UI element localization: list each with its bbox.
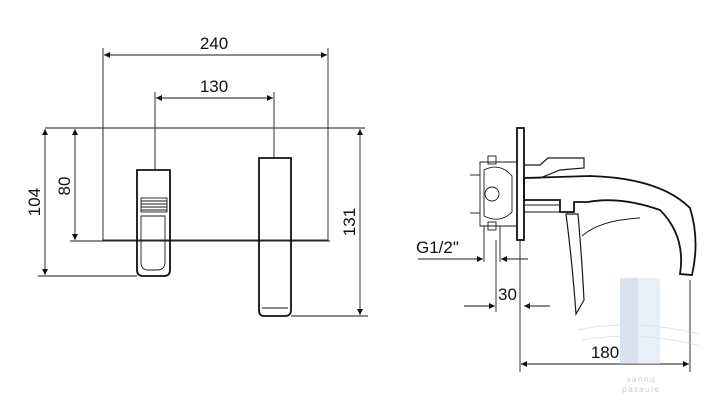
dim-30: 30 — [464, 240, 550, 312]
dim-thread: G1/2" — [416, 238, 528, 262]
dim-80-label: 80 — [55, 177, 74, 196]
dim-180-label: 180 — [591, 343, 619, 362]
waterfall-spout — [523, 175, 697, 276]
dim-80: 80 — [55, 129, 78, 240]
side-view: G1/2" 30 180 — [416, 127, 697, 372]
dim-131: 131 — [291, 129, 368, 317]
dim-130-label: 130 — [200, 77, 228, 96]
dim-130: 130 — [154, 77, 275, 170]
dim-104-label: 104 — [25, 188, 44, 216]
watermark-line1: vannu — [626, 375, 656, 384]
spout-blade — [565, 213, 585, 317]
side-lever — [523, 157, 585, 179]
dim-thread-label: G1/2" — [416, 238, 459, 257]
lever-grip — [140, 197, 168, 213]
dim-30-label: 30 — [498, 285, 517, 304]
dim-240-label: 240 — [200, 34, 228, 53]
side-wall-plate — [516, 127, 525, 241]
dim-131-label: 131 — [340, 208, 359, 236]
watermark-logo: vannu pasaule — [577, 278, 701, 394]
lever-handle — [136, 169, 171, 277]
dim-240: 240 — [102, 34, 329, 128]
spout-body — [258, 157, 292, 317]
lever-lower-detail — [140, 215, 166, 271]
watermark-line2: pasaule — [622, 385, 660, 394]
dim-180: 180 — [519, 241, 691, 372]
dim-104: 104 — [25, 129, 137, 277]
mounting-body — [479, 161, 518, 227]
front-view: 240 130 104 80 131 — [25, 34, 368, 317]
